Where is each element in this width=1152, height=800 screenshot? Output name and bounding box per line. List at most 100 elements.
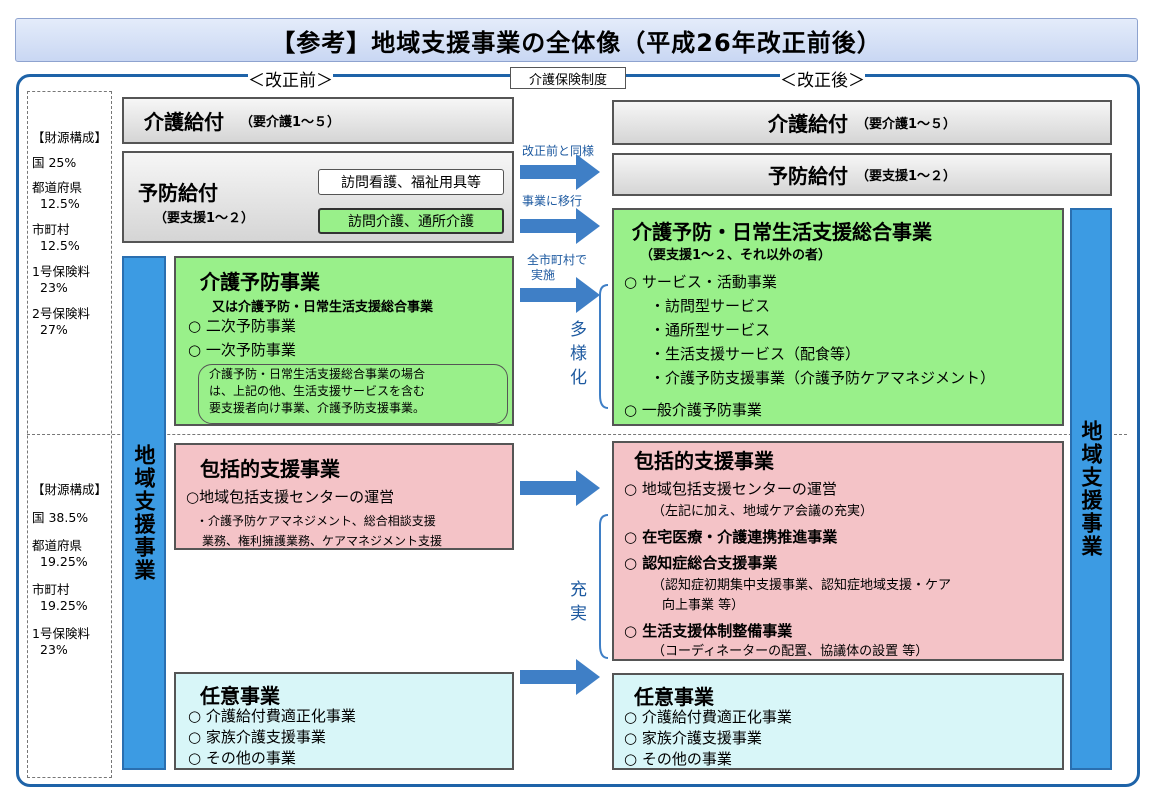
list-item: ○ 一般介護予防事業 xyxy=(624,401,762,419)
finance-value: 27% xyxy=(40,322,68,337)
note-line: （左記に加え、地域ケア会議の充実） xyxy=(652,504,874,519)
note-line: 業務、権利擁護業務、ケアマネジメント支援 xyxy=(202,534,443,548)
label-char: 多 xyxy=(570,320,587,340)
prevention-benefit-sub: （要支援1～２） xyxy=(855,169,957,184)
care-benefit-title: 介護給付 xyxy=(144,110,224,134)
prevention-benefit-title: 予防給付 xyxy=(767,164,848,188)
list-item: ○ その他の事業 xyxy=(624,750,732,768)
page-title: 【参考】地域支援事業の全体像（平成26年改正前後） xyxy=(15,18,1138,62)
after-integrated-project: 介護予防・日常生活支援総合事業 （要支援1～２、それ以外の者） ○ サービス・活… xyxy=(612,208,1064,426)
finance-value: 23% xyxy=(40,280,68,295)
before-prevention-benefit: 予防給付 （要支援1～２） 訪問看護、福祉用具等 訪問介護、通所介護 xyxy=(122,151,514,243)
after-prevention-benefit: 予防給付 （要支援1～２） xyxy=(612,153,1112,196)
list-item: ○ 家族介護支援事業 xyxy=(624,729,762,747)
finance-item: 市町村 xyxy=(32,582,70,597)
note-line: ・介護予防ケアマネジメント、総合相談支援 xyxy=(196,514,436,528)
note-line: 向上事業 等） xyxy=(662,598,745,613)
care-benefit-sub: （要介護1～５） xyxy=(240,115,341,130)
arrow-icon xyxy=(520,154,600,190)
list-item: ○ 介護給付費適正化事業 xyxy=(188,707,356,725)
prevention-benefit-title: 予防給付 xyxy=(138,181,218,205)
finance-item: 市町村 xyxy=(32,222,70,237)
list-item: ○ 認知症総合支援事業 xyxy=(624,554,778,572)
prevention-project-title: 介護予防事業 xyxy=(200,270,320,294)
same-as-before-label: 改正前と同様 xyxy=(522,144,595,158)
after-optional-project: 任意事業 ○ 介護給付費適正化事業 ○ 家族介護支援事業 ○ その他の事業 xyxy=(612,673,1064,770)
finance-value: 19.25% xyxy=(40,598,88,613)
finance-item: 都道府県 xyxy=(32,180,83,195)
before-comprehensive-support: 包括的支援事業 ○地域包括支援センターの運営 ・介護予防ケアマネジメント、総合相… xyxy=(174,443,514,550)
optional-project-title: 任意事業 xyxy=(634,685,714,709)
list-item: ○ 二次予防事業 xyxy=(188,317,296,335)
transition-arrows xyxy=(520,154,609,695)
before-community-support-bar: 地域支援事業 xyxy=(122,256,166,770)
prevention-note: 介護予防・日常生活支援総合事業の場合 は、上記の他、生活支援サービスを含む 要支… xyxy=(198,364,508,424)
list-item: ○ サービス・活動事業 xyxy=(624,273,777,291)
finance-item: 1号保険料 xyxy=(32,626,90,641)
prevention-benefit-sub: （要支援1～２） xyxy=(154,211,255,226)
before-prevention-project: 介護予防事業 又は介護予防・日常生活支援総合事業 ○ 二次予防事業 ○ 一次予防… xyxy=(174,256,514,426)
diversification-label: 多 様 化 xyxy=(570,318,587,390)
optional-project-title: 任意事業 xyxy=(200,684,280,708)
brace-icon xyxy=(599,514,609,659)
finance-bottom: 【財源構成】 国 38.5% 都道府県 19.25% 市町村 19.25% 1号… xyxy=(32,482,107,658)
care-benefit-title: 介護給付 xyxy=(767,112,848,136)
care-benefit-sub: （要介護1～５） xyxy=(855,117,957,132)
finance-value: 19.25% xyxy=(40,554,88,569)
finance-heading: 【財源構成】 xyxy=(32,130,108,145)
arrow-icon xyxy=(520,277,600,313)
finance-value: 12.5% xyxy=(40,196,80,211)
integrated-project-title: 介護予防・日常生活支援総合事業 xyxy=(632,220,932,244)
note-line: （認知症初期集中支援事業、認知症地域支援・ケア xyxy=(652,578,952,593)
note-line: 介護予防・日常生活支援総合事業の場合 xyxy=(209,367,426,381)
list-item: ○ 在宅医療・介護連携推進事業 xyxy=(624,528,838,546)
finance-item: 国 38.5% xyxy=(32,510,89,525)
enhancement-label: 充 実 xyxy=(570,578,587,626)
list-item: ○ その他の事業 xyxy=(188,749,296,767)
finance-value: 12.5% xyxy=(40,238,80,253)
before-care-benefit: 介護給付 （要介護1～５） xyxy=(122,97,514,144)
list-item: ○ 介護給付費適正化事業 xyxy=(624,708,792,726)
before-revision-label: ＜改正前＞ xyxy=(248,66,333,91)
label-char: 充 xyxy=(570,580,587,600)
after-revision-label: ＜改正後＞ xyxy=(780,66,865,91)
after-comprehensive-support: 包括的支援事業 ○ 地域包括支援センターの運営 （左記に加え、地域ケア会議の充実… xyxy=(612,441,1064,661)
comprehensive-support-title: 包括的支援事業 xyxy=(634,449,774,473)
note-line: （コーディネーターの配置、協議体の設置 等） xyxy=(652,644,929,659)
list-item: ・生活支援サービス（配食等） xyxy=(650,345,861,363)
brace-icon xyxy=(599,284,609,409)
list-item: ○ 生活支援体制整備事業 xyxy=(624,622,793,640)
finance-item: 2号保険料 xyxy=(32,306,90,321)
community-support-label: 地域支援事業 xyxy=(1079,420,1103,558)
label-char: 化 xyxy=(570,368,587,388)
label-line: 全市町村で xyxy=(527,253,588,267)
before-optional-project: 任意事業 ○ 介護給付費適正化事業 ○ 家族介護支援事業 ○ その他の事業 xyxy=(174,672,514,770)
finance-heading: 【財源構成】 xyxy=(32,482,108,497)
visiting-care-box: 訪問介護、通所介護 xyxy=(318,208,504,234)
finance-item: 都道府県 xyxy=(32,538,83,553)
finance-item: 国 25% xyxy=(32,155,77,170)
shift-project-label: 事業に移行 xyxy=(522,194,583,208)
community-support-label: 地域支援事業 xyxy=(132,444,156,582)
after-care-benefit: 介護給付 （要介護1～５） xyxy=(612,100,1112,145)
arrow-icon xyxy=(520,659,600,695)
label-char: 様 xyxy=(570,344,587,364)
note-line: は、上記の他、生活支援サービスを含む xyxy=(209,384,426,398)
prevention-project-sub: 又は介護予防・日常生活支援総合事業 xyxy=(212,300,434,315)
frame-label: 介護保険制度 xyxy=(510,67,626,89)
finance-top: 【財源構成】 国 25% 都道府県 12.5% 市町村 12.5% 1号保険料 … xyxy=(32,130,107,338)
label-char: 実 xyxy=(570,604,587,624)
list-item: ○ 地域包括支援センターの運営 xyxy=(624,480,837,498)
arrow-icon xyxy=(520,470,600,506)
all-municipalities-label: 全市町村で 実施 xyxy=(527,253,587,283)
comprehensive-support-title: 包括的支援事業 xyxy=(200,457,340,481)
list-item: ・通所型サービス xyxy=(650,321,771,339)
label-line: 実施 xyxy=(531,268,556,282)
visiting-nursing-box: 訪問看護、福祉用具等 xyxy=(318,169,504,195)
list-item: ○ 家族介護支援事業 xyxy=(188,728,326,746)
after-community-support-bar: 地域支援事業 xyxy=(1070,208,1112,770)
list-item: ・介護予防支援事業（介護予防ケアマネジメント） xyxy=(650,369,996,387)
note-line: 要支援者向け事業、介護予防支援事業。 xyxy=(209,401,426,415)
section-divider xyxy=(27,434,1127,435)
finance-item: 1号保険料 xyxy=(32,264,90,279)
